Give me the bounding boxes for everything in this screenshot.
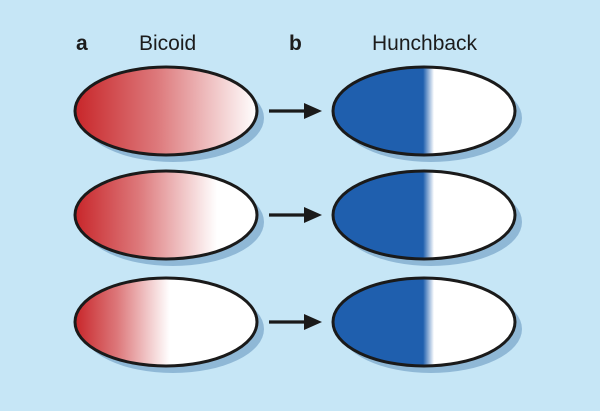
row-1 xyxy=(75,67,522,162)
bicoid-embryo xyxy=(75,67,257,155)
hunchback-embryo xyxy=(333,171,515,259)
row-2 xyxy=(75,171,522,266)
arrow-head xyxy=(304,207,322,223)
row-3 xyxy=(75,278,522,373)
arrow-head xyxy=(304,314,322,330)
rows-layer xyxy=(75,67,522,373)
hunchback-embryo xyxy=(333,278,515,366)
bicoid-embryo xyxy=(75,171,257,259)
arrow-head xyxy=(304,103,322,119)
hunchback-embryo xyxy=(333,67,515,155)
bicoid-embryo xyxy=(75,278,257,366)
